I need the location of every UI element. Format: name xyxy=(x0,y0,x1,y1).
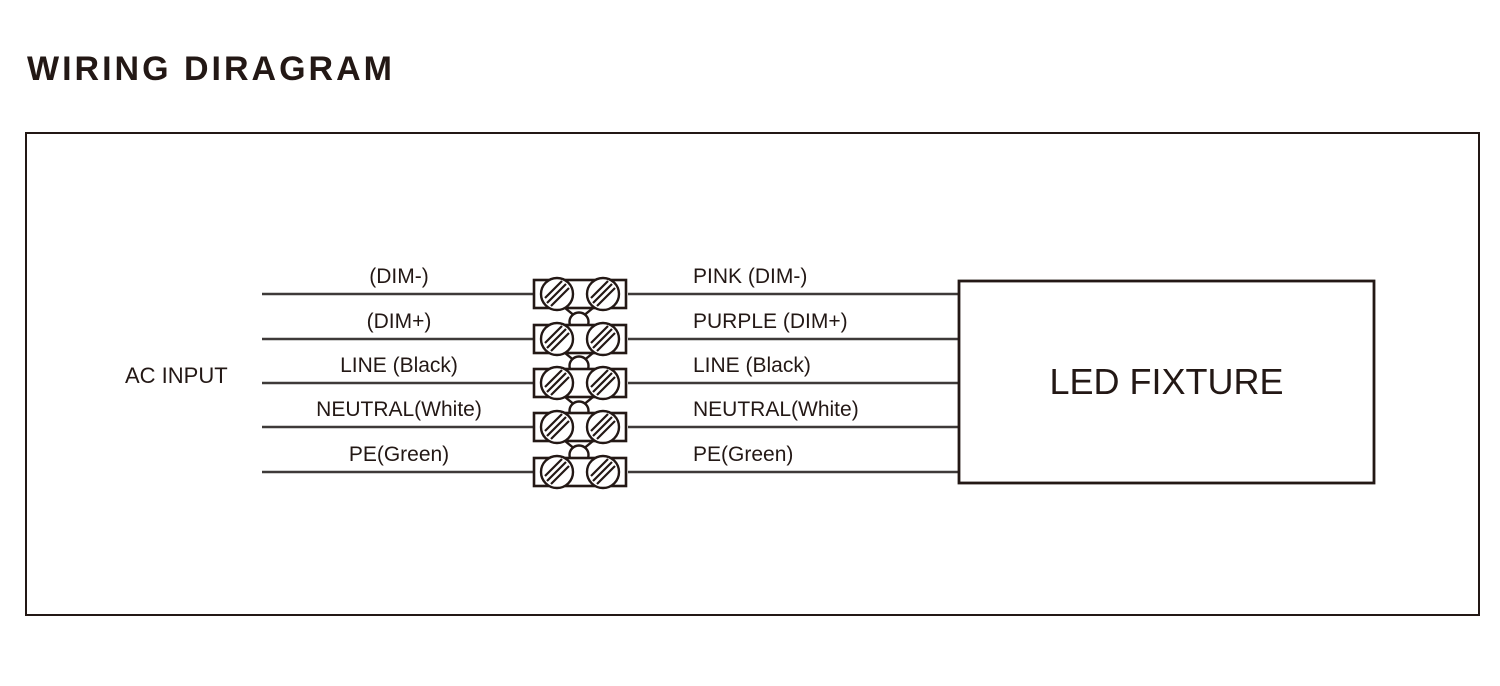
diagram-frame: AC INPUT (DIM-) (DIM+) LINE (Black) NEUT… xyxy=(25,132,1480,616)
output-label-5: PE(Green) xyxy=(693,443,794,466)
terminal-row-5 xyxy=(532,454,628,490)
terminal-screw-3b xyxy=(585,365,621,401)
input-label-1: (DIM-) xyxy=(369,265,429,288)
terminal-row-1 xyxy=(532,276,628,312)
output-label-3: LINE (Black) xyxy=(693,354,811,377)
led-fixture-label: LED FIXTURE xyxy=(1049,361,1284,402)
terminal-screw-4a xyxy=(539,409,575,445)
ac-input-label: AC INPUT xyxy=(125,363,228,388)
terminal-screw-1b xyxy=(585,276,621,312)
input-label-3: LINE (Black) xyxy=(340,354,458,377)
diagram-canvas xyxy=(262,276,1376,490)
input-label-4: NEUTRAL(White) xyxy=(316,398,482,421)
terminal-screw-3a xyxy=(539,365,575,401)
terminal-screw-2b xyxy=(585,321,621,357)
output-label-4: NEUTRAL(White) xyxy=(693,398,859,421)
terminal-row-3 xyxy=(532,365,628,401)
input-wires xyxy=(262,292,536,474)
terminal-screw-2a xyxy=(539,321,575,357)
terminal-row-4 xyxy=(532,409,628,445)
terminal-screw-5a xyxy=(539,454,575,490)
terminal-block-graphic xyxy=(532,276,628,490)
output-label-1: PINK (DIM-) xyxy=(693,265,808,288)
output-wires xyxy=(628,292,959,474)
terminal-row-2 xyxy=(532,321,628,357)
page-title: WIRING DIRAGRAM xyxy=(27,50,395,88)
input-label-2: (DIM+) xyxy=(366,310,432,333)
terminal-screw-1a xyxy=(539,276,575,312)
terminal-screw-5b xyxy=(585,454,621,490)
led-fixture-box xyxy=(957,279,1376,485)
input-label-5: PE(Green) xyxy=(348,443,450,466)
terminal-screw-4b xyxy=(585,409,621,445)
output-label-2: PURPLE (DIM+) xyxy=(693,310,848,333)
